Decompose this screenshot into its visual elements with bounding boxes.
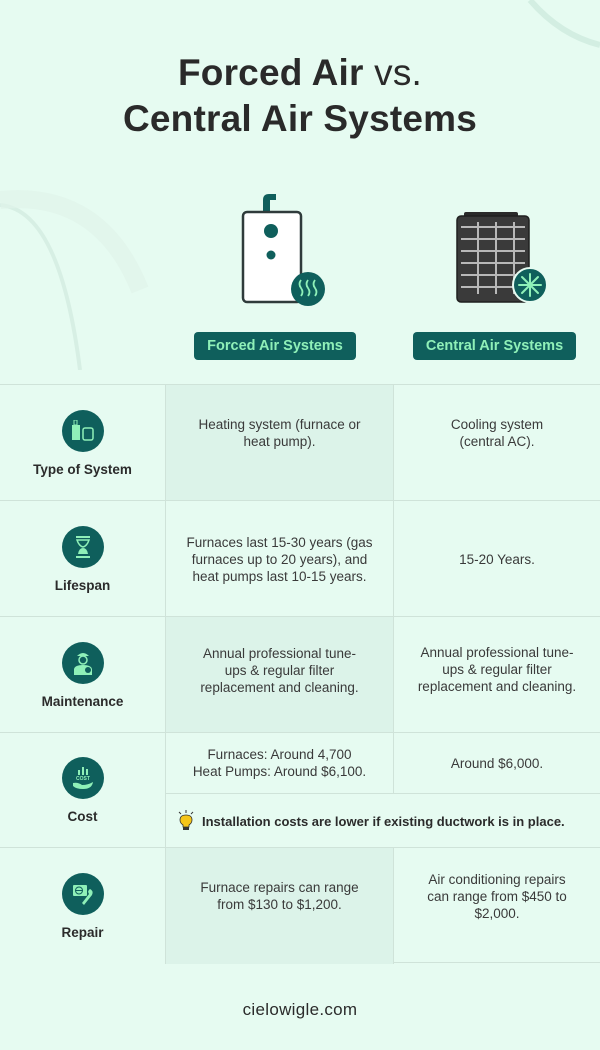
cell-text: Furnaces last 15-30 years (gas furnaces … — [186, 534, 373, 584]
table-row-maintenance: Maintenance Annual professional tune-ups… — [0, 616, 600, 733]
table-row-type: Type of System Heating system (furnace o… — [0, 384, 600, 501]
row-label: Cost — [67, 809, 98, 824]
cell-text: Furnace repairs can range from $130 to $… — [200, 880, 359, 912]
table-row-cost: COST Cost Furnaces: Around 4,700 Heat Pu… — [0, 732, 600, 848]
cell-text: Heating system (furnace or heat pump). — [198, 417, 361, 449]
row-label-cell: Type of System — [0, 385, 165, 501]
row-label: Type of System — [33, 461, 132, 477]
cell-text: Air conditioning repairs can range from … — [427, 871, 567, 921]
cell-text: Heat Pumps: Around $6,100. — [192, 764, 367, 779]
forced-air-cell: Heating system (furnace or heat pump). — [165, 385, 393, 501]
cell-text: Cooling system (central AC). — [450, 417, 544, 449]
row-label-cell: Lifespan — [0, 501, 165, 617]
hourglass-icon — [61, 525, 104, 568]
row-label-cell: Maintenance — [0, 617, 165, 733]
table-row-repair: Repair Furnace repairs can range from $1… — [0, 847, 600, 964]
title-vs: vs. — [374, 52, 423, 93]
cell-text: Annual professional tune-ups & regular f… — [200, 645, 359, 695]
title-bold: Forced Air — [177, 52, 364, 93]
cell-text: Around $6,000. — [450, 755, 544, 771]
central-air-cell: 15-20 Years. — [393, 501, 600, 617]
row-label: Maintenance — [41, 693, 124, 709]
cost-note: Installation costs are lower if existing… — [165, 793, 600, 848]
column-header-forced-air: Forced Air Systems — [194, 332, 356, 360]
central-air-cell: Annual professional tune-ups & regular f… — [393, 617, 600, 733]
row-label-cell: COST Cost — [0, 733, 165, 848]
cost-hand-icon: COST — [61, 757, 104, 799]
row-label: Lifespan — [54, 577, 111, 593]
furnace-heat-icon — [241, 194, 325, 306]
system-type-icon — [61, 409, 104, 452]
cell-text: Furnaces: Around 4,700 — [207, 747, 352, 762]
column-header-central-air: Central Air Systems — [413, 332, 576, 360]
central-air-cell: Air conditioning repairs can range from … — [393, 848, 600, 964]
forced-air-cell: Furnaces last 15-30 years (gas furnaces … — [165, 501, 393, 617]
footer-site-link[interactable]: cielowigle.com — [242, 1000, 358, 1019]
table-row-lifespan: Lifespan Furnaces last 15-30 years (gas … — [0, 500, 600, 617]
technician-icon — [61, 641, 104, 684]
decorative-swoosh-left — [0, 190, 149, 370]
note-text: Installation costs are lower if existing… — [202, 813, 565, 829]
forced-air-cell: Furnaces: Around 4,700 Heat Pumps: Aroun… — [165, 733, 393, 793]
repair-wrench-icon — [61, 872, 104, 915]
cell-text: Annual professional tune-ups & regular f… — [417, 644, 577, 694]
lightbulb-icon — [178, 810, 194, 830]
central-air-cell: Cooling system (central AC). — [393, 385, 600, 501]
title-line2: Central Air Systems — [122, 98, 478, 139]
row-label-cell: Repair — [0, 848, 165, 964]
cell-text: 15-20 Years. — [459, 551, 535, 567]
svg-text:COST: COST — [76, 776, 90, 782]
forced-air-cell: Annual professional tune-ups & regular f… — [165, 617, 393, 733]
row-label: Repair — [61, 924, 104, 940]
page-title: Forced Air vs. Central Air Systems — [0, 50, 600, 142]
ac-unit-snowflake-icon — [456, 212, 548, 303]
central-air-cell: Around $6,000. — [393, 733, 600, 793]
forced-air-cell: Furnace repairs can range from $130 to $… — [165, 848, 393, 964]
